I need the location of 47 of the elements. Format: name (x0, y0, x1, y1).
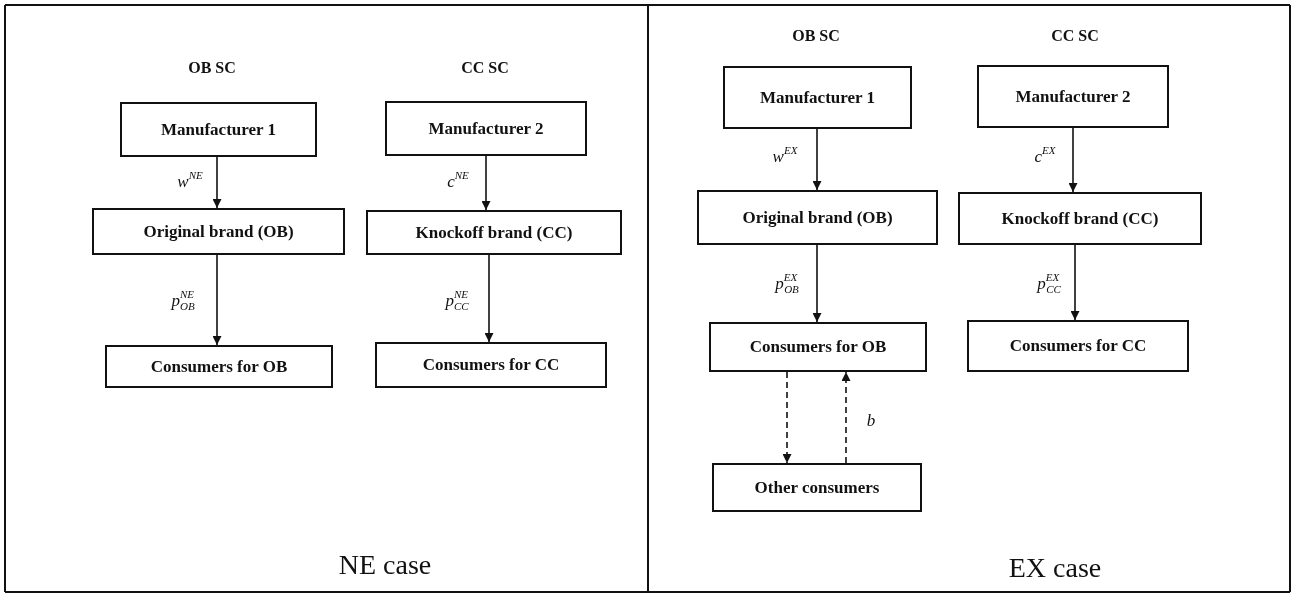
column-heading: OB SC (188, 59, 236, 77)
column-heading: OB SC (792, 27, 840, 45)
box-label: Manufacturer 2 (428, 118, 544, 139)
panel-caption: NE case (338, 549, 432, 581)
box-label: Consumers for CC (422, 355, 560, 375)
arrow (484, 254, 494, 343)
panel-caption: EX case (1008, 552, 1102, 584)
edge-label: b (866, 411, 876, 429)
box-label: Manufacturer 1 (160, 119, 277, 140)
process-box (92, 208, 345, 255)
box-label: Manufacturer 1 (759, 87, 876, 108)
arrow (1070, 244, 1080, 321)
arrow (812, 244, 822, 323)
process-box (723, 66, 912, 129)
edge-label: c$^{NE}$ (447, 170, 469, 190)
box-label: Consumers for CC (1009, 336, 1147, 356)
arrow (212, 156, 222, 209)
process-box (385, 101, 587, 156)
box-label: Knockoff brand (CC) (1001, 208, 1159, 229)
box-label: Original brand (OB) (143, 221, 294, 242)
column-heading: CC SC (1051, 27, 1099, 45)
process-box (375, 342, 607, 388)
box-label: Original brand (OB) (742, 207, 893, 228)
process-box (967, 320, 1189, 372)
process-box (366, 210, 622, 255)
process-box (709, 322, 927, 372)
dashed-arrow (841, 371, 851, 464)
process-box (120, 102, 317, 157)
box-label: Manufacturer 2 (1015, 86, 1131, 107)
process-box (712, 463, 922, 512)
box-label: Knockoff brand (CC) (415, 222, 573, 243)
process-box (105, 345, 333, 388)
process-box (977, 65, 1169, 128)
box-label: Other consumers (754, 477, 880, 498)
arrow (1068, 127, 1078, 193)
box-label: Consumers for OB (749, 337, 887, 357)
arrow (812, 128, 822, 191)
arrow (481, 155, 491, 211)
box-label: Consumers for OB (150, 356, 288, 377)
column-heading: CC SC (461, 59, 509, 77)
process-box (958, 192, 1202, 245)
edge-label: w$^{EX}$ (772, 145, 798, 165)
edge-label: c$^{EX}$ (1034, 145, 1056, 165)
process-box (697, 190, 938, 245)
dashed-arrow (782, 371, 792, 464)
arrow (212, 254, 222, 346)
edge-label: w$^{NE}$ (177, 170, 203, 190)
